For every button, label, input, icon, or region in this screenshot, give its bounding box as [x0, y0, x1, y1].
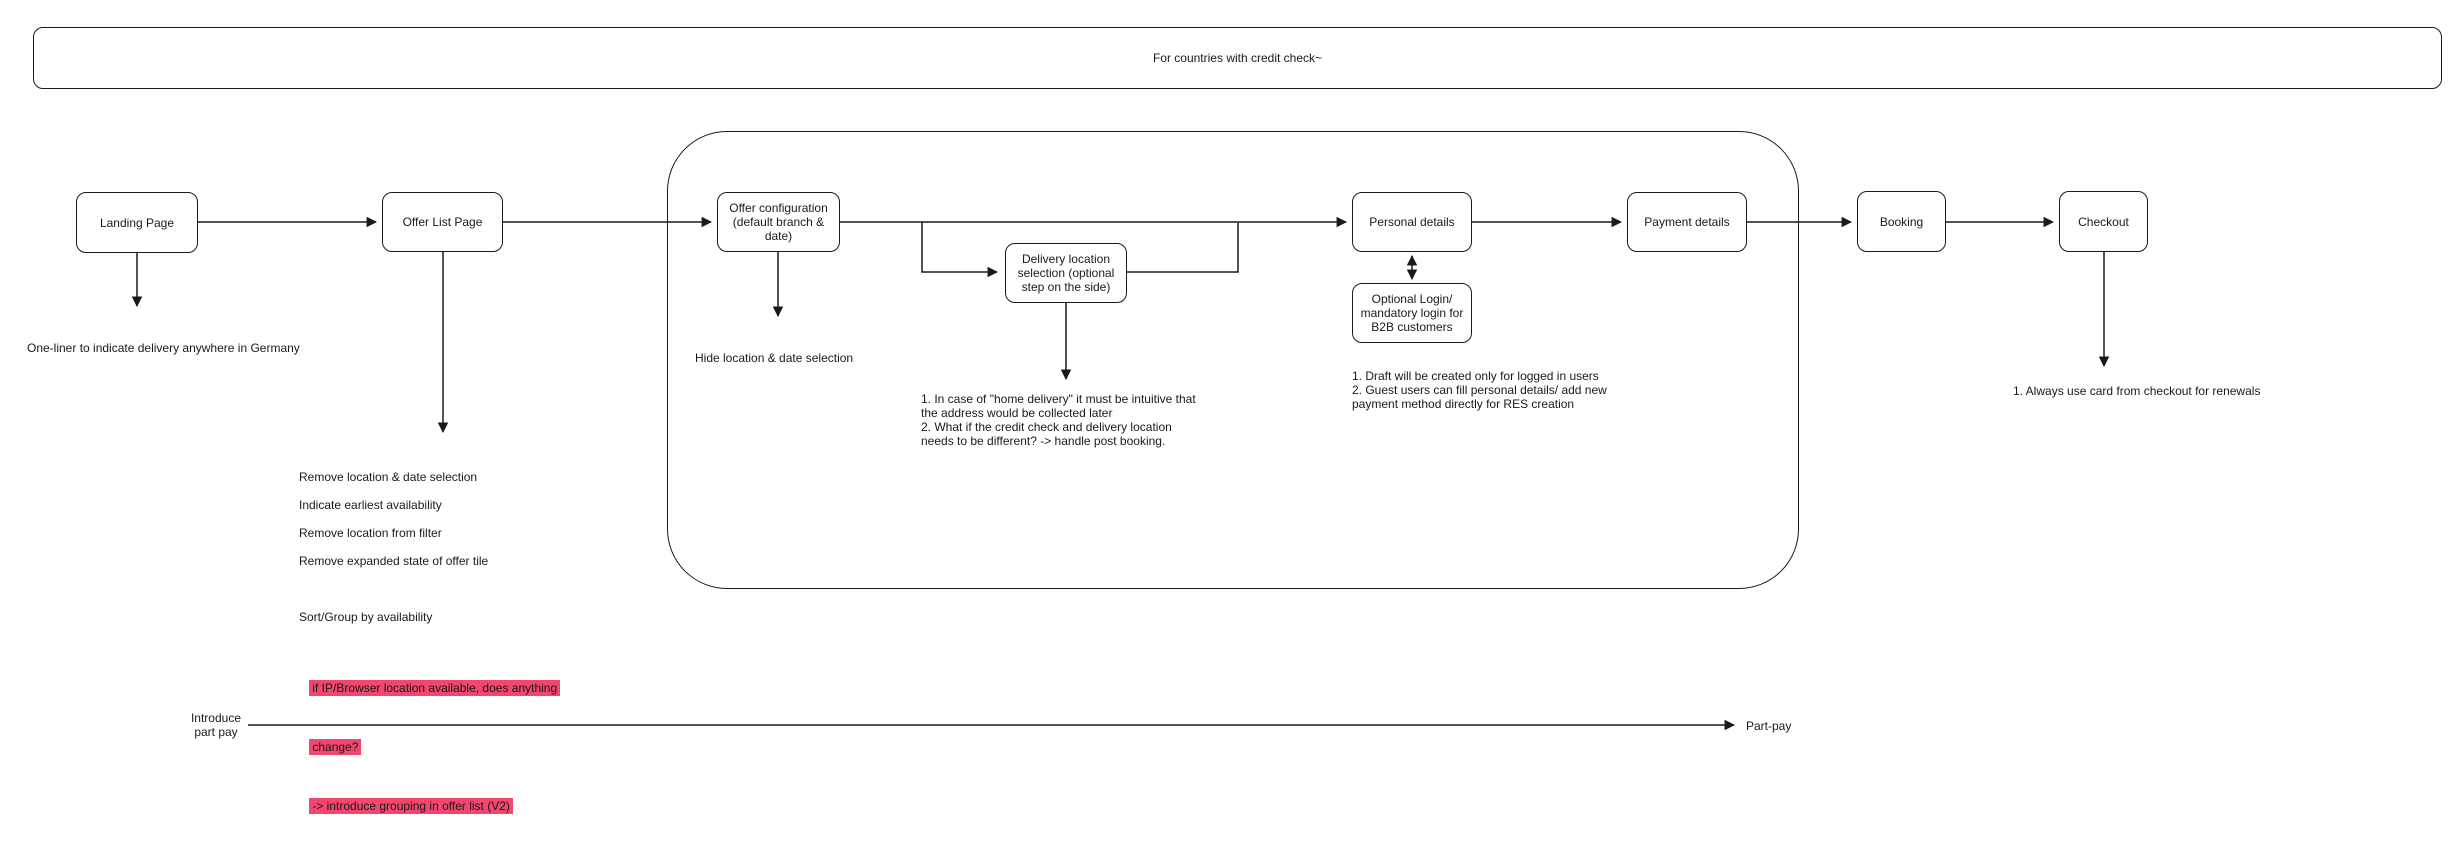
node-personal-details-label: Personal details	[1369, 215, 1455, 229]
note-offer-list-sort: Sort/Group by availability	[299, 610, 433, 624]
node-booking-label: Booking	[1879, 214, 1924, 229]
note-offer-configuration: Hide location & date selection	[695, 351, 854, 365]
note-offer-list-line: Remove location from filter	[299, 526, 442, 540]
connector-delivery-return	[1127, 223, 1239, 273]
highlighted-text: if IP/Browser location available, does a…	[309, 680, 561, 696]
label-introduce-part-pay: Introduce part pay	[190, 711, 242, 739]
node-optional-login[interactable]: Optional Login/ mandatory login for B2B …	[1352, 283, 1472, 343]
note-spacer	[299, 638, 560, 652]
note-checkout: 1. Always use card from checkout for ren…	[2013, 384, 2261, 398]
note-offer-list-highlight-line: change?	[299, 725, 560, 770]
note-offer-list-line: Indicate earliest availability	[299, 498, 442, 512]
connector-branch-to-delivery	[921, 222, 999, 278]
credit-check-banner[interactable]: For countries with credit check~	[33, 27, 2442, 89]
node-checkout[interactable]: Checkout	[2059, 191, 2148, 252]
note-delivery-location: 1. In case of "home delivery" it must be…	[921, 392, 1196, 448]
node-payment-details[interactable]: Payment details	[1627, 192, 1747, 252]
highlighted-text: change?	[309, 739, 362, 755]
note-offer-list-line: Remove expanded state of offer tile	[299, 554, 489, 568]
highlighted-text: -> introduce grouping in offer list (V2)	[309, 798, 513, 814]
node-offer-list-page-label: Offer List Page	[402, 215, 483, 229]
node-booking[interactable]: Booking	[1857, 191, 1946, 252]
label-part-pay: Part-pay	[1746, 719, 1792, 733]
credit-check-group-frame[interactable]	[667, 131, 1799, 589]
node-payment-details-label: Payment details	[1644, 215, 1730, 229]
node-offer-configuration[interactable]: Offer configuration (default branch & da…	[717, 192, 840, 252]
note-offer-list-page: Remove location & date selection Indicat…	[299, 456, 561, 843]
connector-layer	[131, 216, 2110, 731]
note-offer-list-line: Remove location & date selection	[299, 470, 478, 484]
note-offer-list-highlight-line: -> introduce grouping in offer list (V2)	[299, 784, 560, 829]
node-offer-list-page[interactable]: Offer List Page	[382, 192, 503, 252]
node-delivery-location-label: Delivery location selection (optional st…	[1017, 252, 1115, 294]
note-personal-details: 1. Draft will be created only for logged…	[1352, 369, 1607, 411]
note-offer-list-highlight-line: if IP/Browser location available, does a…	[299, 666, 561, 711]
node-offer-configuration-label: Offer configuration (default branch & da…	[729, 201, 828, 243]
node-optional-login-label: Optional Login/ mandatory login for B2B …	[1360, 292, 1464, 334]
node-landing-page-label: Landing Page	[99, 215, 175, 230]
whiteboard-canvas: { "banner": { "label": "For countries wi…	[27, 27, 2442, 814]
credit-check-banner-label: For countries with credit check~	[1152, 51, 1323, 65]
note-spacer	[299, 582, 560, 596]
node-landing-page[interactable]: Landing Page	[76, 192, 198, 253]
note-landing-page: One-liner to indicate delivery anywhere …	[27, 341, 300, 355]
node-delivery-location[interactable]: Delivery location selection (optional st…	[1005, 243, 1127, 303]
node-personal-details[interactable]: Personal details	[1352, 192, 1472, 252]
node-checkout-label: Checkout	[2078, 214, 2129, 229]
